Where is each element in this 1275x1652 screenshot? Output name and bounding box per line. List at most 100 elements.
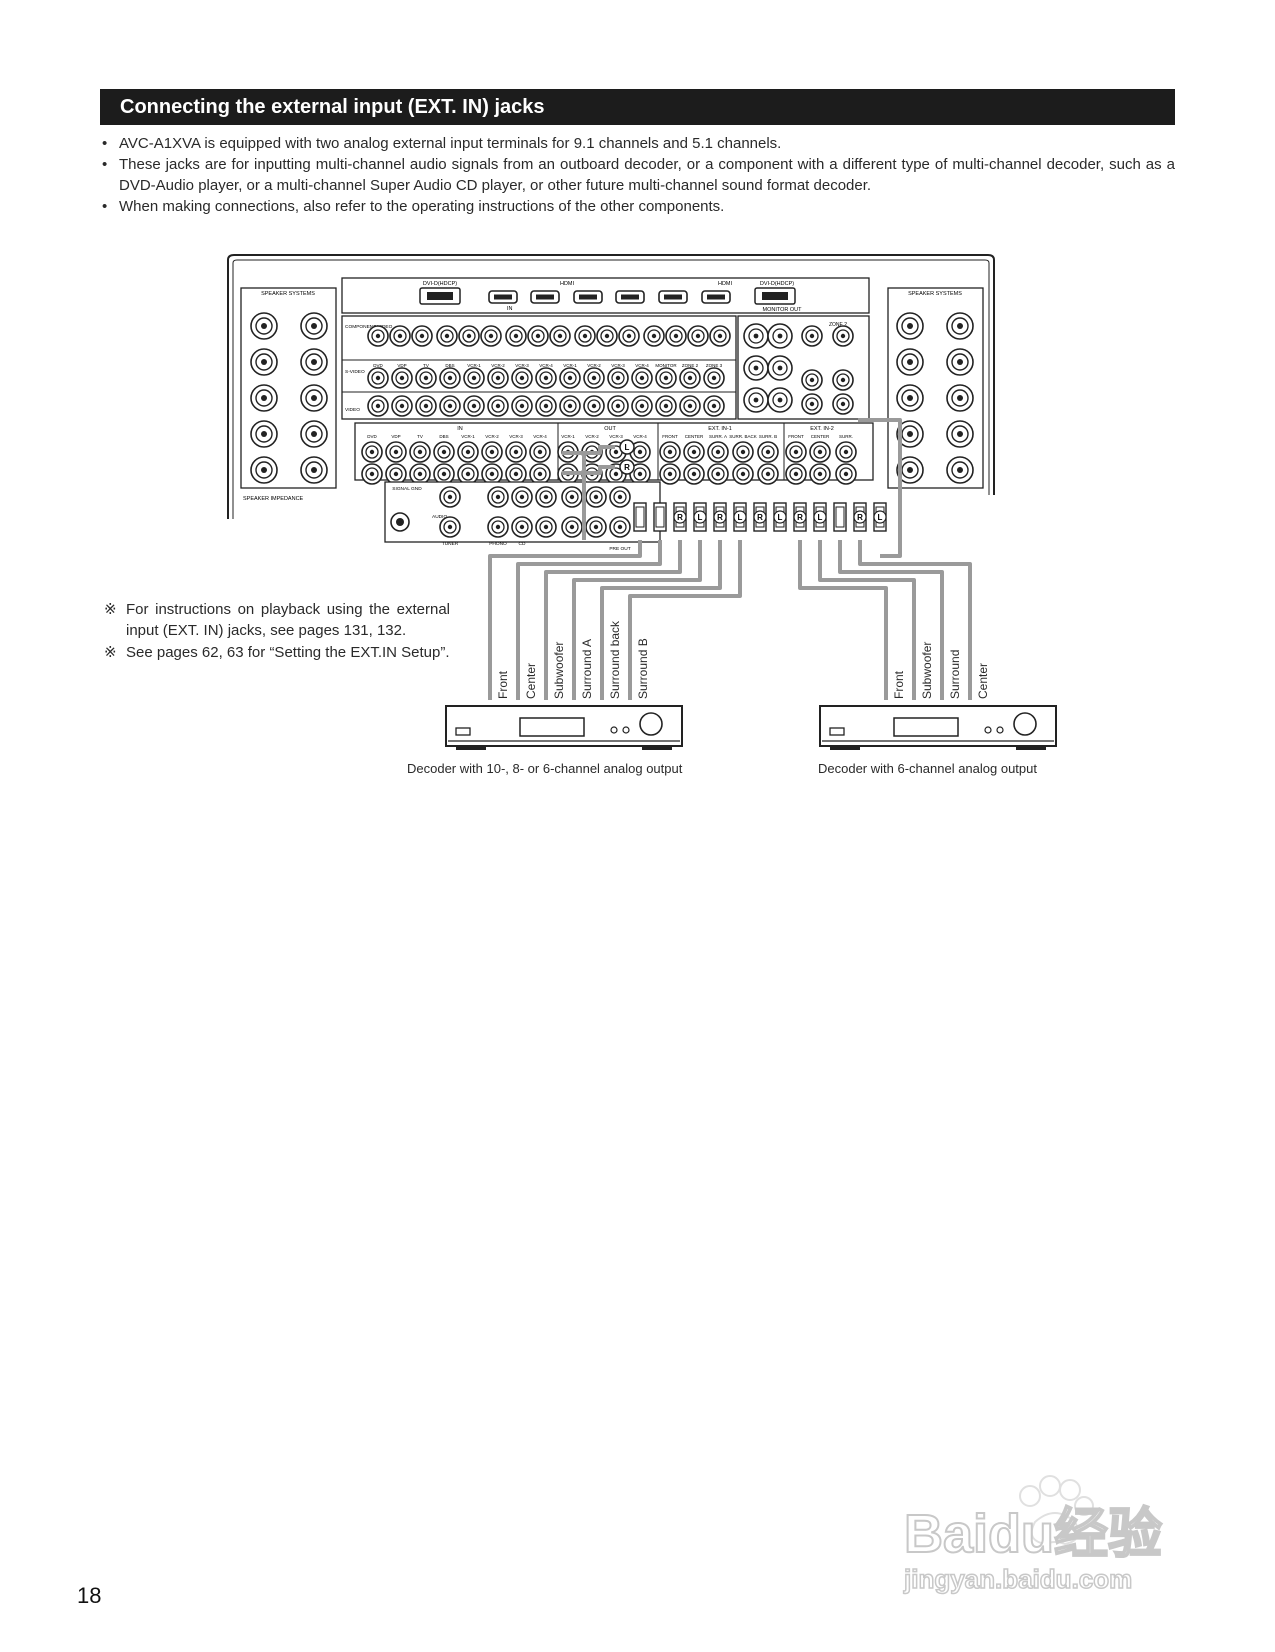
baidu-watermark: Baidu经验 jingyan.baidu.com (902, 1475, 1163, 1595)
dvi-out-label: DVI-D(HDCP) (760, 281, 794, 287)
svg-text:VDP: VDP (391, 434, 400, 439)
decoder-1-caption: Decoder with 10-, 8- or 6-channel analog… (407, 761, 683, 776)
svg-text:Subwoofer: Subwoofer (920, 642, 934, 699)
svg-text:DBS: DBS (445, 363, 454, 368)
bullet-item: AVC-A1XVA is equipped with two analog ex… (100, 133, 1175, 154)
svg-text:Surround back: Surround back (608, 620, 622, 699)
note-item: ※ See pages 62, 63 for “Setting the EXT.… (104, 642, 450, 663)
svg-text:VCR-1: VCR-1 (561, 434, 575, 439)
svg-text:L: L (778, 513, 783, 522)
lr-plug-badges: L R R L R L R L R L R L (619, 439, 887, 524)
decoder-1-cables (488, 445, 742, 700)
svg-text:R: R (717, 513, 723, 522)
speaker-impedance-label: SPEAKER IMPEDANCE (243, 496, 304, 502)
svg-text:Surround B: Surround B (636, 638, 650, 699)
dvi-in-label: DVI-D(HDCP) (423, 281, 457, 287)
svg-text:R: R (624, 463, 630, 472)
decoder-2-cable-labels: Front Subwoofer Surround Center (892, 642, 990, 699)
svg-text:VCR-4: VCR-4 (635, 363, 649, 368)
page-number: 18 (77, 1583, 102, 1608)
svg-text:FRONT: FRONT (788, 434, 804, 439)
speaker-systems-label: SPEAKER SYSTEMS (908, 291, 962, 297)
svg-text:VCR-2: VCR-2 (485, 434, 499, 439)
svg-text:L: L (878, 513, 883, 522)
component-video-label: COMPONENT VIDEO (345, 324, 393, 330)
svg-text:VCR-4: VCR-4 (633, 434, 647, 439)
svg-text:Subwoofer: Subwoofer (552, 642, 566, 699)
receiver-rear-panel: SPEAKER SYSTEMS SPEAKER IMPEDANCE SPEAKE… (227, 254, 995, 552)
note-mark: ※ (104, 644, 117, 661)
svg-text:R: R (797, 513, 803, 522)
hdmi-in-label: HDMI (560, 281, 575, 287)
hdmi-out-label: HDMI (718, 281, 733, 287)
bullet-item: When making connections, also refer to t… (100, 196, 1175, 217)
bullet-list: AVC-A1XVA is equipped with two analog ex… (100, 133, 1175, 217)
svg-text:SURR. B: SURR. B (759, 434, 777, 439)
video-source-labels: DVD VDP TV DBS VCR-1 VCR-2 VCR-3 VCR-4 V… (373, 363, 722, 368)
svg-text:R: R (857, 513, 863, 522)
in-label: IN (507, 306, 513, 312)
svg-text:L: L (698, 513, 703, 522)
pre-out-label: PRE OUT (609, 546, 630, 552)
svg-text:Surround A: Surround A (580, 639, 594, 699)
svg-text:VCR-1: VCR-1 (461, 434, 475, 439)
decoder-2-device (819, 705, 1057, 751)
svg-text:Center: Center (976, 663, 990, 699)
decoder-1-cable-labels: Front Center Subwoofer Surround A Surrou… (496, 620, 650, 699)
svg-text:VCR-3: VCR-3 (515, 363, 529, 368)
svg-text:L: L (738, 513, 743, 522)
svg-text:FRONT: FRONT (662, 434, 678, 439)
audio-out-label: OUT (604, 426, 616, 432)
speaker-terminals-right: SPEAKER SYSTEMS (887, 287, 984, 489)
svg-text:ZONE 3: ZONE 3 (706, 363, 723, 368)
svg-text:L: L (625, 443, 630, 452)
svg-text:VCR-3: VCR-3 (509, 434, 523, 439)
note-item: ※ For instructions on playback using the… (104, 599, 450, 641)
lower-jack-block: SIGNAL GND AUDIO TUNER PHONO CD PRE OUT (384, 481, 661, 552)
svg-text:Surround: Surround (948, 650, 962, 699)
svg-text:VDP: VDP (397, 363, 406, 368)
svg-text:VCR-1: VCR-1 (563, 363, 577, 368)
decoder-2-cables (798, 418, 972, 700)
phono-label: PHONO (489, 541, 507, 547)
hdmi-dvi-strip: DVI-D(HDCP) HDMI IN HDMI DVI-D(HDCP) MON… (341, 277, 870, 314)
speaker-terminals-left: SPEAKER SYSTEMS SPEAKER IMPEDANCE (240, 287, 337, 502)
signal-gnd-label: SIGNAL GND (392, 486, 422, 492)
svg-text:R: R (677, 513, 683, 522)
svg-text:VCR-4: VCR-4 (533, 434, 547, 439)
svg-text:SURR.: SURR. (839, 434, 853, 439)
note-text: For instructions on playback using the e… (126, 601, 450, 639)
svg-text:SURR. BACK: SURR. BACK (729, 434, 757, 439)
video-jack-block: COMPONENT VIDEO S-VIDEO VIDEO (341, 315, 737, 420)
svg-text:DBS: DBS (439, 434, 448, 439)
svg-text:VCR-1: VCR-1 (467, 363, 481, 368)
ext-in-2-label: EXT. IN-2 (810, 426, 834, 432)
watermark-url: jingyan.baidu.com (903, 1564, 1132, 1594)
s-video-label: S-VIDEO (345, 369, 365, 375)
connection-diagram: SPEAKER SYSTEMS SPEAKER IMPEDANCE SPEAKE… (227, 254, 1057, 751)
monitor-out-label: MONITOR OUT (762, 307, 802, 313)
svg-text:VCR-4: VCR-4 (539, 363, 553, 368)
svg-text:VCR-2: VCR-2 (585, 434, 599, 439)
svg-text:VCR-2: VCR-2 (491, 363, 505, 368)
svg-text:ZONE 2: ZONE 2 (682, 363, 699, 368)
svg-text:VCR-2: VCR-2 (587, 363, 601, 368)
audio-in-label: IN (457, 426, 463, 432)
section-title: Connecting the external input (EXT. IN) … (100, 89, 1175, 125)
svg-text:VCR-3: VCR-3 (609, 434, 623, 439)
svg-text:TV: TV (423, 363, 429, 368)
svg-text:CENTER: CENTER (685, 434, 704, 439)
svg-text:SURR. A: SURR. A (709, 434, 727, 439)
note-mark: ※ (104, 601, 117, 618)
svg-text:VCR-3: VCR-3 (611, 363, 625, 368)
svg-text:CENTER: CENTER (811, 434, 830, 439)
svg-text:MONITOR: MONITOR (655, 363, 677, 368)
video-label: VIDEO (345, 407, 360, 413)
bullet-item: These jacks are for inputting multi-chan… (100, 154, 1175, 196)
svg-text:L: L (818, 513, 823, 522)
svg-text:R: R (757, 513, 763, 522)
decoder-2-caption: Decoder with 6-channel analog output (818, 761, 1037, 776)
svg-text:DVD: DVD (373, 363, 383, 368)
notes-block: ※ For instructions on playback using the… (104, 599, 450, 664)
speaker-systems-label: SPEAKER SYSTEMS (261, 291, 315, 297)
